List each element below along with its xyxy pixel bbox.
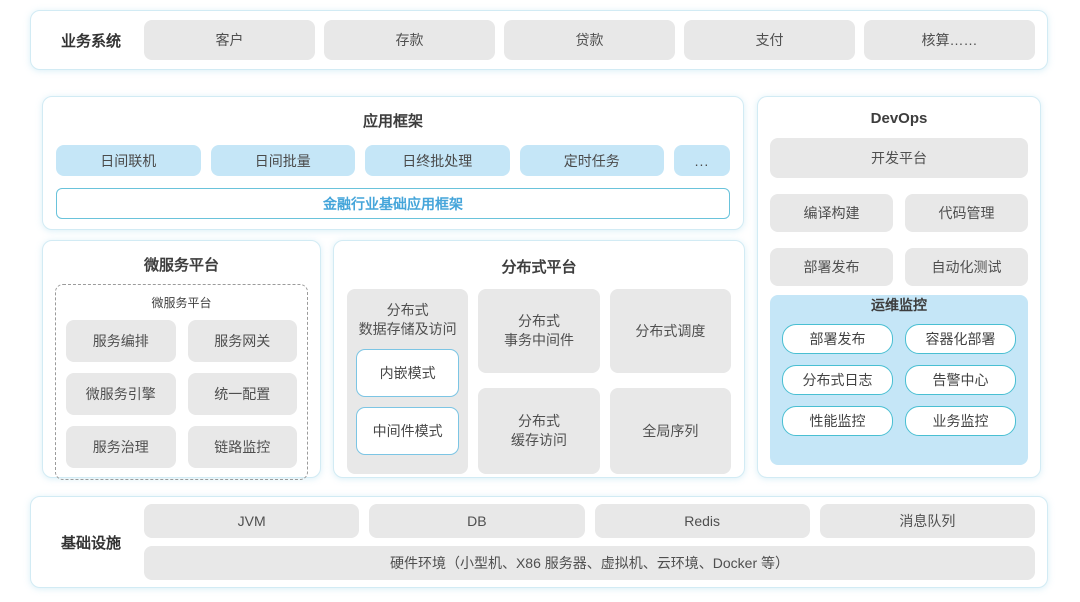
infrastructure-row: JVM DB Redis 消息队列 (144, 504, 1035, 538)
hardware-environment-box: 硬件环境（小型机、X86 服务器、虚拟机、云环境、Docker 等） (144, 546, 1035, 580)
app-framework-title: 应用框架 (362, 113, 423, 130)
distributed-storage-box: 分布式 数据存储及访问 内嵌模式 中间件模式 (347, 289, 469, 474)
microservice-inner-group: 微服务平台 服务编排 服务网关 微服务引擎 统一配置 服务治理 链路监控 (55, 284, 308, 480)
micro-box-gateway: 服务网关 (187, 320, 297, 362)
microservice-title: 微服务平台 (143, 257, 219, 274)
distributed-col-2: 分布式 事务中间件 分布式 缓存访问 (478, 289, 600, 474)
monitor-chip-alert-center: 告警中心 (905, 365, 1016, 395)
app-framework-row: 日间联机 日间批量 日终批处理 定时任务 ... (56, 145, 730, 176)
infrastructure-bar: 基础设施 JVM DB Redis 消息队列 硬件环境（小型机、X86 服务器、… (30, 496, 1048, 588)
microservice-inner-title: 微服务平台 (151, 296, 212, 310)
dev-platform-box: 开发平台 (770, 138, 1028, 178)
dist-box-cache-access: 分布式 缓存访问 (478, 388, 600, 474)
infra-box-redis: Redis (594, 504, 810, 538)
dist-box-transaction-middleware: 分布式 事务中间件 (478, 289, 600, 373)
distributed-col-3: 分布式调度 全局序列 (609, 289, 731, 474)
infra-box-message-queue: 消息队列 (819, 504, 1035, 538)
devops-grid: 编译构建 代码管理 部署发布 自动化测试 (770, 194, 1028, 286)
monitor-chip-distributed-log: 分布式日志 (782, 365, 893, 395)
app-box-eod-batch: 日终批处理 (365, 145, 510, 176)
microservice-panel: 微服务平台 微服务平台 服务编排 服务网关 微服务引擎 统一配置 服务治理 链路… (42, 240, 321, 480)
app-box-more: ... (674, 145, 730, 176)
base-framework-box: 金融行业基础应用框架 (56, 188, 730, 219)
devops-box-code-mgmt: 代码管理 (905, 194, 1028, 232)
microservice-grid: 服务编排 服务网关 微服务引擎 统一配置 服务治理 链路监控 (66, 320, 297, 468)
micro-box-trace-monitor: 链路监控 (187, 426, 297, 468)
app-box-daytime-batch: 日间批量 (210, 145, 355, 176)
ops-monitor-group: 运维监控 部署发布 容器化部署 分布式日志 告警中心 性能监控 业务监控 (770, 295, 1028, 465)
business-box-payment: 支付 (684, 20, 855, 60)
infrastructure-label: 基础设施 (60, 534, 121, 552)
distributed-storage-heading: 分布式 数据存储及访问 (358, 302, 457, 337)
business-systems-label: 业务系统 (60, 32, 121, 50)
distributed-grid: 分布式 数据存储及访问 内嵌模式 中间件模式 分布式 事务中间件 分布式 缓存访… (347, 289, 731, 474)
micro-box-unified-config: 统一配置 (187, 373, 297, 415)
devops-title: DevOps (870, 110, 928, 127)
business-box-accounting: 核算…… (864, 20, 1035, 60)
micro-box-governance: 服务治理 (66, 426, 176, 468)
distributed-title: 分布式平台 (501, 259, 577, 276)
infra-box-jvm: JVM (144, 504, 360, 538)
app-box-daytime-online: 日间联机 (56, 145, 201, 176)
monitor-chip-deploy-release: 部署发布 (782, 324, 893, 354)
micro-box-orchestration: 服务编排 (66, 320, 176, 362)
business-box-loan: 贷款 (504, 20, 675, 60)
devops-box-build: 编译构建 (770, 194, 893, 232)
monitor-chip-container-deploy: 容器化部署 (905, 324, 1016, 354)
mode-chip-middleware: 中间件模式 (356, 406, 460, 455)
distributed-panel: 分布式平台 分布式 数据存储及访问 内嵌模式 中间件模式 分布式 事务中间件 分… (333, 240, 745, 478)
micro-box-engine: 微服务引擎 (66, 373, 176, 415)
business-box-deposit: 存款 (324, 20, 495, 60)
devops-box-deploy-release: 部署发布 (770, 248, 893, 286)
app-framework-panel: 应用框架 日间联机 日间批量 日终批处理 定时任务 ... 金融行业基础应用框架 (42, 96, 744, 230)
dist-box-global-sequence: 全局序列 (609, 388, 731, 474)
infra-box-db: DB (369, 504, 585, 538)
infrastructure-content: JVM DB Redis 消息队列 硬件环境（小型机、X86 服务器、虚拟机、云… (144, 504, 1035, 580)
mode-chip-embedded: 内嵌模式 (356, 348, 460, 397)
devops-panel: DevOps 开发平台 编译构建 代码管理 部署发布 自动化测试 运维监控 部署… (757, 96, 1041, 478)
dist-box-scheduling: 分布式调度 (609, 289, 731, 373)
ops-monitor-grid: 部署发布 容器化部署 分布式日志 告警中心 性能监控 业务监控 (782, 324, 1016, 436)
app-box-scheduled-tasks: 定时任务 (519, 145, 664, 176)
business-systems-bar: 业务系统 客户 存款 贷款 支付 核算…… (30, 10, 1048, 70)
ops-monitor-title: 运维监控 (871, 297, 927, 313)
monitor-chip-performance: 性能监控 (782, 406, 893, 436)
monitor-chip-business: 业务监控 (905, 406, 1016, 436)
business-box-customer: 客户 (144, 20, 315, 60)
devops-box-auto-test: 自动化测试 (905, 248, 1028, 286)
